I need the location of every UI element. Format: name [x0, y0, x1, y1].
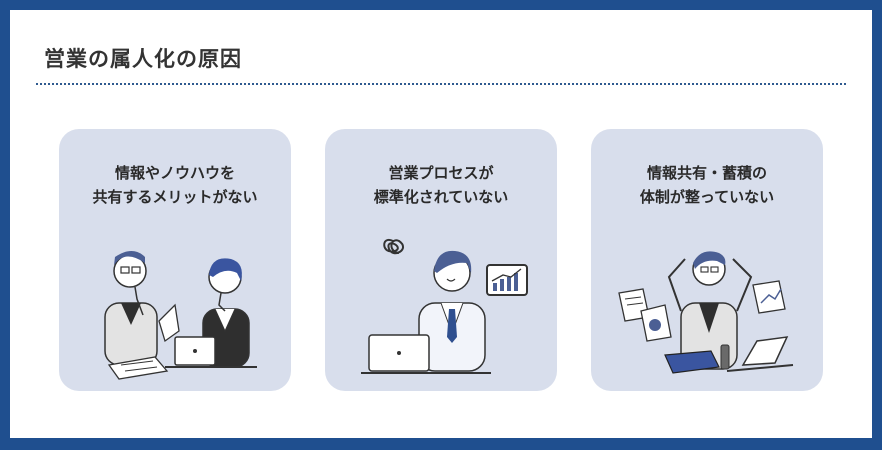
confused-businessman-at-laptop-icon	[361, 238, 528, 374]
cause-card-knowhow: 情報やノウハウを 共有するメリットがない	[59, 129, 291, 391]
page-title: 営業の属人化の原因	[44, 47, 242, 71]
card-caption-line2: 標準化されていない	[373, 188, 509, 206]
card-caption-line1: 営業プロセスが	[388, 164, 494, 182]
cause-card-system: 情報共有・蓄積の 体制が整っていない	[591, 129, 823, 391]
card-caption-line1: 情報共有・蓄積の	[646, 164, 767, 182]
card-caption-line2: 体制が整っていない	[639, 188, 775, 206]
dotted-divider	[36, 83, 846, 85]
card-caption: 情報やノウハウを 共有するメリットがない	[59, 161, 291, 209]
card-caption: 営業プロセスが 標準化されていない	[325, 161, 557, 209]
overwhelmed-worker-with-papers-icon	[618, 251, 794, 374]
card-caption-line1: 情報やノウハウを	[114, 164, 235, 182]
cause-card-process: 営業プロセスが 標準化されていない	[325, 129, 557, 391]
card-caption: 情報共有・蓄積の 体制が整っていない	[591, 161, 823, 209]
card-caption-line2: 共有するメリットがない	[92, 188, 258, 206]
two-people-reading-documents-icon	[104, 251, 257, 380]
